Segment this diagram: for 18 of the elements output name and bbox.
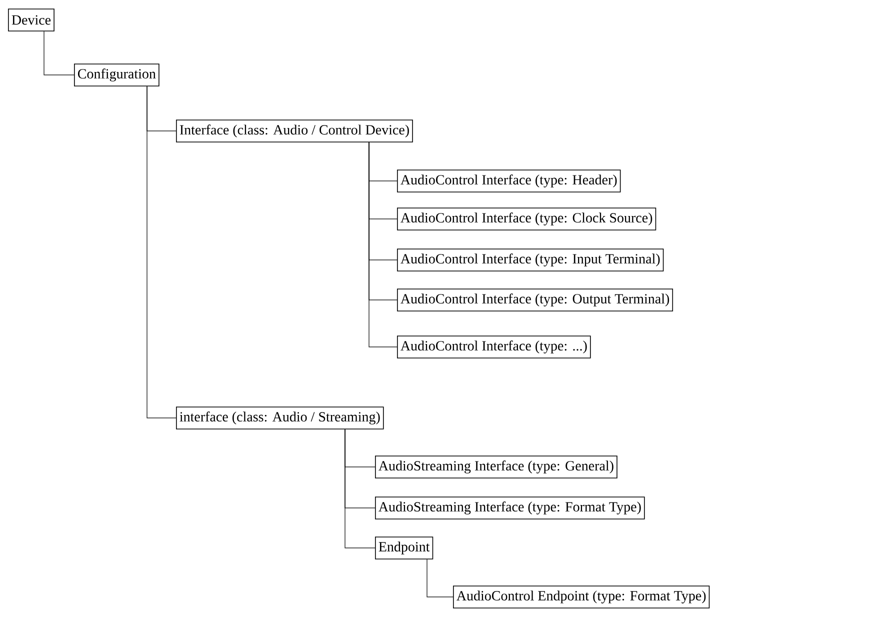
tree-box: Device	[8, 8, 54, 32]
connector-line	[146, 86, 176, 418]
tree-box: interface (class: Audio / Streaming)	[176, 406, 384, 430]
tree-box: Interface (class: Audio / Control Device)	[176, 120, 413, 142]
tree-box: Endpoint	[375, 536, 434, 560]
connector-line	[426, 559, 454, 598]
connector-line	[44, 31, 74, 76]
tree-box: AudioControl Interface (type: Clock Source)	[397, 208, 656, 230]
tree-box: Configuration	[74, 64, 160, 86]
tree-box: AudioControl Interface (type: Header)	[397, 170, 621, 192]
tree-box: AudioControl Interface (type: ...)	[397, 336, 591, 358]
connector-line	[368, 142, 398, 348]
connector-line	[344, 429, 376, 548]
tree-box: AudioControl Endpoint (type: Format Type)	[453, 586, 710, 608]
tree-box: AudioStreaming Interface (type: General)	[375, 456, 618, 478]
tree-box: AudioControl Interface (type: Input Terminal)	[397, 248, 664, 272]
tree-box: AudioStreaming Interface (type: Format Type)	[375, 496, 645, 520]
tree-box: AudioControl Interface (type: Output Terminal)	[397, 288, 674, 312]
